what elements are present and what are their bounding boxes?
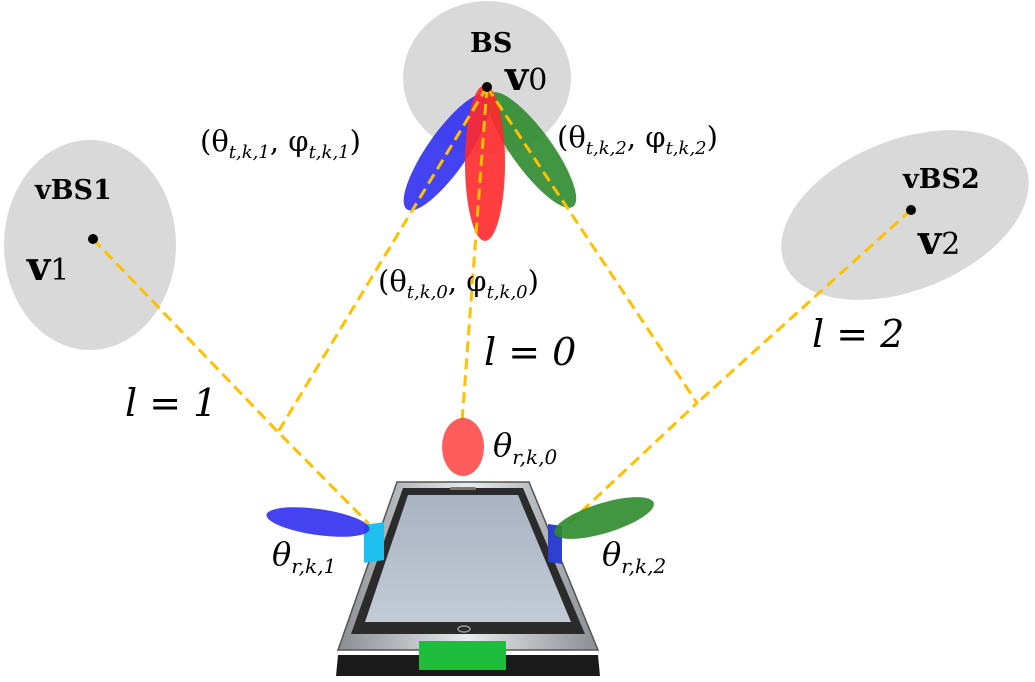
rx-beam-red [442,418,484,476]
rx-beam-green [554,497,654,539]
bs-point [482,82,492,92]
bs-label: BS [470,28,512,59]
propagation-paths [91,86,913,528]
vbs2-vector-label: v2 [917,217,960,264]
tx-beam-0-label: (θt,k,0, φt,k,0) [378,264,539,303]
path-l0-label: l = 0 [484,330,576,374]
user-phone [336,481,600,676]
path-l1-label: l = 1 [125,381,217,425]
phone-antenna-green [419,641,506,670]
phone-antenna-cyan [364,522,384,563]
tx-beam-1-label: (θt,k,1, φt,k,1) [200,124,361,163]
path-l0 [460,86,489,423]
vbs1-region [4,140,176,350]
vbs1-label: vBS1 [34,175,112,206]
path-l2-vbs2 [695,208,913,405]
tx-beam-2-label: (θt,k,2, φt,k,2) [557,120,718,159]
rx-beam-2-label: θr,k,2 [602,535,666,578]
vbs2-region [781,130,1029,300]
tx-beam-red [465,85,505,241]
path-l2-label: l = 2 [812,312,904,356]
vbs1-point [88,234,98,244]
rx-beam-1-label: θr,k,1 [272,535,336,578]
vbs1-vector-label: v1 [26,243,69,290]
path-l1-vbs1 [91,237,280,434]
path-l2 [485,86,699,528]
rx-beam-blue [266,507,370,537]
vbs2-point [906,205,916,215]
rx-beam-0-label: θr,k,0 [493,426,557,469]
bs-vector-label: v0 [504,53,547,100]
vbs2-label: vBS2 [902,164,980,195]
